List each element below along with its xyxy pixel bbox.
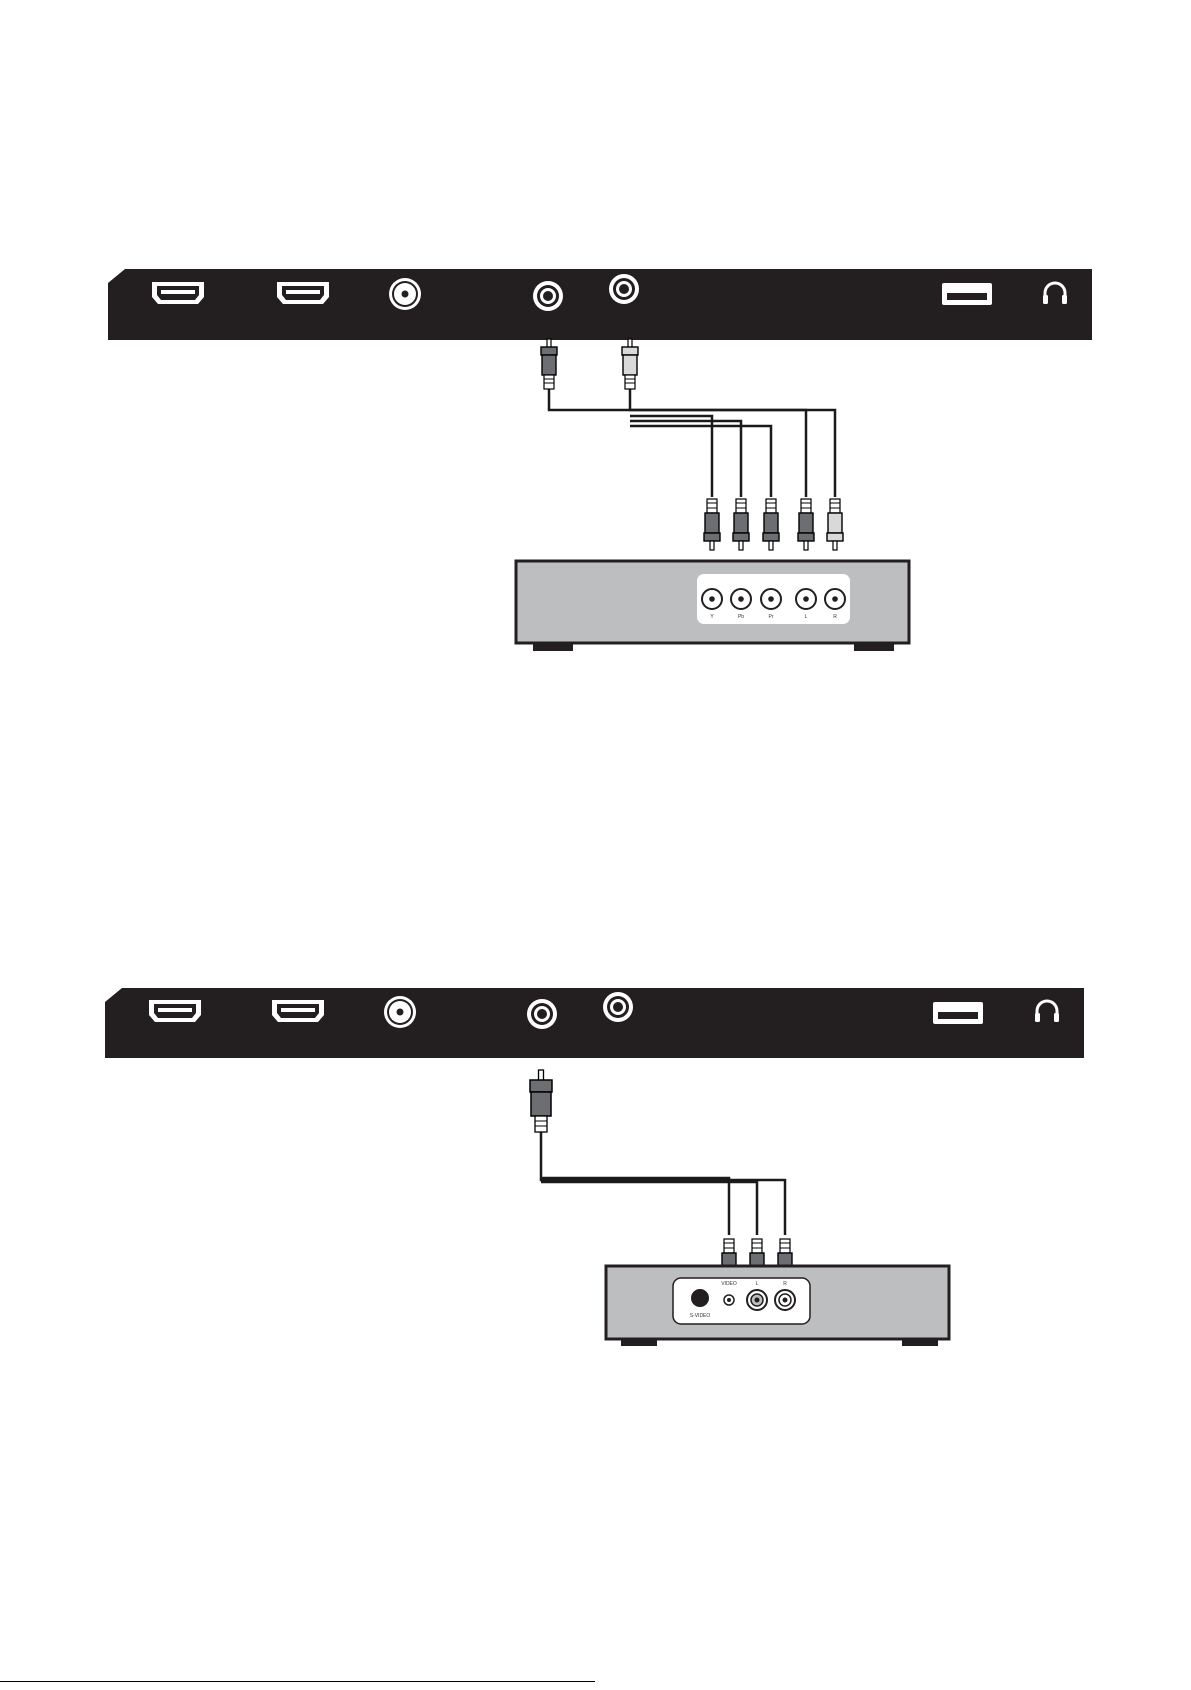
hdmi-port-icon bbox=[152, 282, 204, 304]
tv-panel-1 bbox=[108, 269, 1092, 340]
footer-rule bbox=[0, 1681, 595, 1682]
rca-jack-icon bbox=[609, 274, 639, 304]
usb-port-icon bbox=[942, 283, 992, 305]
cable-bundle-2 bbox=[541, 1130, 785, 1235]
rca-jack-icon bbox=[775, 1290, 795, 1310]
rca-plug-icon bbox=[798, 499, 814, 550]
tv-panel-2 bbox=[105, 988, 1084, 1058]
rca-plug-icon bbox=[530, 1070, 552, 1132]
jack-label-video: VIDEO bbox=[721, 1281, 737, 1287]
usb-port-icon bbox=[933, 1002, 983, 1024]
diagram-composite-connection: VIDEO L R S-VIDEO bbox=[105, 988, 1084, 1346]
rca-plug-icon bbox=[733, 499, 749, 550]
svideo-port-icon bbox=[691, 1289, 709, 1307]
external-device-2: VIDEO L R S-VIDEO bbox=[606, 1266, 949, 1346]
jack-label-pb: Pb bbox=[738, 614, 744, 620]
hdmi-port-icon bbox=[272, 1000, 324, 1022]
rca-jack-icon bbox=[603, 992, 633, 1022]
coaxial-port-icon bbox=[384, 996, 416, 1028]
diagram-component-connection: Y Pb Pr L R bbox=[108, 269, 1092, 651]
rca-plug-icon bbox=[704, 499, 720, 550]
rca-jack-icon bbox=[761, 589, 781, 609]
external-device-1: Y Pb Pr L R bbox=[516, 561, 909, 651]
rca-jack-icon bbox=[796, 589, 816, 609]
rca-plug-icon bbox=[763, 499, 779, 550]
rca-plug-icon bbox=[827, 499, 843, 550]
hdmi-port-icon bbox=[149, 1000, 201, 1022]
jack-label-pr: Pr bbox=[769, 614, 774, 620]
cable-bundle-1 bbox=[549, 387, 835, 497]
rca-jack-icon bbox=[527, 999, 557, 1029]
hdmi-port-icon bbox=[277, 282, 329, 304]
jack-label-svideo: S-VIDEO bbox=[690, 1313, 711, 1319]
rca-plug-icon bbox=[541, 339, 557, 389]
rca-plug-icon bbox=[622, 339, 638, 389]
coaxial-port-icon bbox=[389, 278, 421, 310]
rca-jack-icon bbox=[825, 589, 845, 609]
jack-label-l: L bbox=[756, 1281, 759, 1287]
jack-label-l: L bbox=[805, 614, 808, 620]
rca-jack-icon bbox=[747, 1290, 767, 1310]
jack-label-r: R bbox=[833, 614, 837, 620]
rca-jack-icon bbox=[731, 589, 751, 609]
rca-jack-icon bbox=[702, 589, 722, 609]
jack-label-r: R bbox=[783, 1281, 787, 1287]
rca-jack-icon bbox=[724, 1295, 734, 1305]
rca-jack-icon bbox=[533, 281, 563, 311]
